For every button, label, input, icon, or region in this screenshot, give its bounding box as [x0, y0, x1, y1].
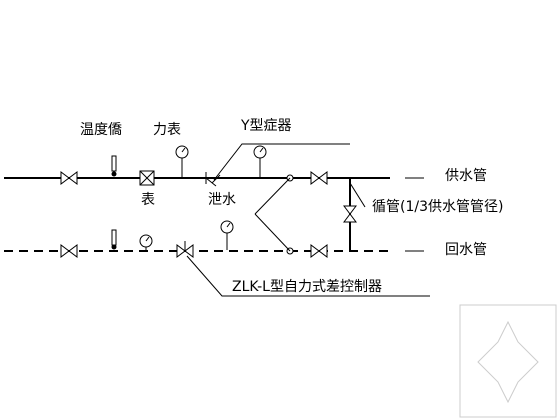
label-drain: 泄水	[208, 192, 236, 208]
label-pressure-gauge: 力表	[153, 122, 181, 138]
flow-meter-icon	[139, 170, 155, 186]
drain-leader-1	[254, 177, 291, 215]
pressure-gauge-icon-4	[220, 220, 234, 250]
bypass-leader	[349, 182, 366, 208]
thermometer-icon-return	[111, 229, 117, 250]
differential-pressure-controller-icon	[176, 241, 194, 258]
y-strainer-icon	[205, 172, 221, 187]
watermark-logo-icon	[459, 304, 557, 418]
y-strainer-leader	[213, 143, 350, 181]
label-return-pipe: 回水管	[445, 242, 487, 258]
bypass-valve	[343, 205, 357, 223]
thermometer-icon	[111, 155, 117, 177]
controller-leader	[186, 255, 430, 297]
label-thermometer: 温度僑	[80, 122, 122, 138]
pressure-gauge-icon	[175, 145, 189, 177]
supply-valve-2	[310, 171, 328, 185]
pressure-gauge-icon-2	[253, 145, 267, 177]
return-valve-1	[60, 244, 78, 258]
return-valve-2	[310, 244, 328, 258]
label-y-strainer: Y型症器	[241, 118, 292, 134]
label-meter: 表	[141, 192, 155, 208]
drain-leader-2	[254, 213, 291, 252]
label-supply-pipe: 供水管	[445, 168, 487, 184]
supply-valve-1	[60, 171, 78, 185]
label-circulation: 循管(1/3供水管管径)	[372, 199, 504, 215]
pressure-gauge-icon-3	[139, 234, 153, 250]
label-controller: ZLK-L型自力式差控制器	[232, 279, 382, 295]
